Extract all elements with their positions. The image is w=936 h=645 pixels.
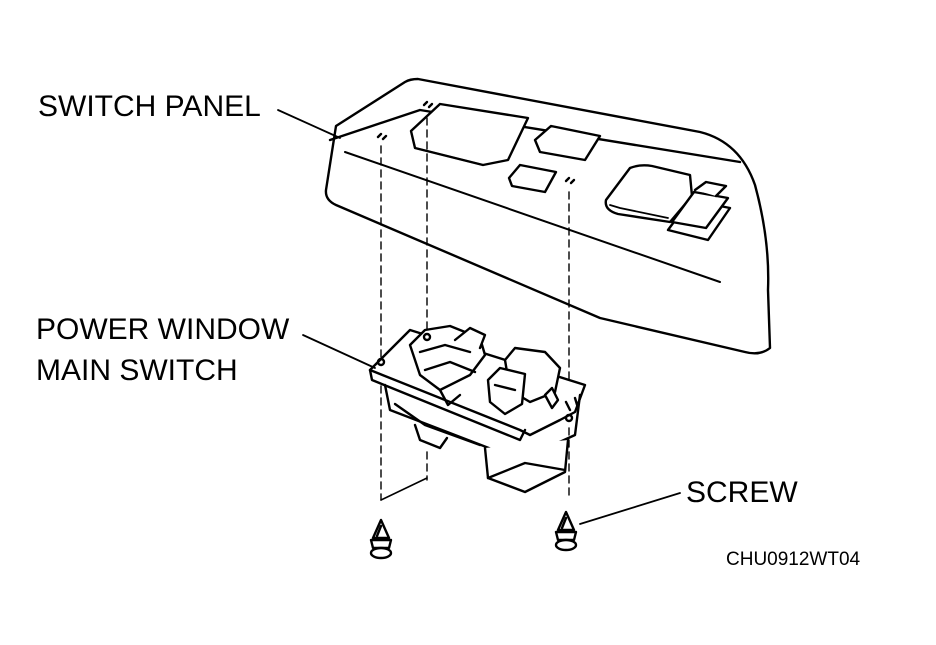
switch-panel-leader bbox=[277, 109, 341, 139]
leader-vee bbox=[380, 477, 428, 501]
power-window-main-switch-drawing bbox=[368, 324, 587, 494]
screw-leader bbox=[579, 492, 681, 525]
leader-lines bbox=[277, 109, 681, 525]
power-window-label-line1: POWER WINDOW bbox=[36, 313, 290, 346]
screw-left-drawing bbox=[369, 518, 393, 560]
figure-code: CHU0912WT04 bbox=[726, 549, 861, 570]
power-window-leader bbox=[302, 334, 376, 369]
screw-right-drawing bbox=[554, 510, 578, 552]
power-window-label-line2: MAIN SWITCH bbox=[36, 354, 238, 387]
switch-panel-drawing bbox=[324, 77, 772, 355]
screw-label: SCREW bbox=[686, 476, 798, 509]
alignment-lines bbox=[380, 117, 570, 501]
switch-panel-label: SWITCH PANEL bbox=[38, 90, 261, 123]
